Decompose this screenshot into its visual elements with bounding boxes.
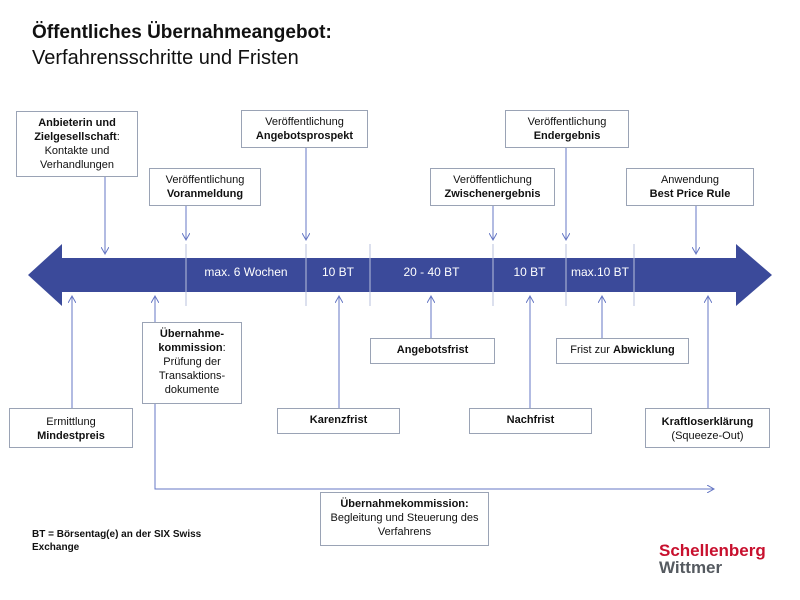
segment-label: 10 BT	[321, 265, 354, 279]
box-abwicklung: Frist zur Abwicklung	[556, 338, 689, 364]
box-mindestpreis-text: Ermittlung	[46, 416, 96, 428]
timeline-bar	[28, 244, 772, 306]
segment-label: 10 BT	[513, 265, 546, 279]
box-kraftloserklaerung-text: (Squeeze-Out)	[671, 430, 744, 442]
box-mindestpreis: Ermittlung Mindestpreis	[9, 408, 133, 448]
box-mindestpreis-bold: Mindestpreis	[37, 430, 105, 442]
box-nachfrist-bold: Nachfrist	[506, 414, 555, 426]
box-best-price-bold: Best Price Rule	[649, 188, 731, 200]
box-abwicklung-bold: Abwicklung	[613, 344, 675, 356]
box-uebernahmekommission-text: : Prüfung der Transaktions-dokumente	[158, 342, 226, 396]
box-nachfrist: Nachfrist	[469, 408, 592, 434]
company-logo: Schellenberg Wittmer	[659, 542, 766, 576]
box-uebernahmekommission: Übernahme-kommission: Prüfung der Transa…	[142, 322, 242, 404]
box-angebotsprospekt-bold: Angebotsprospekt	[255, 130, 354, 142]
logo-line2: Wittmer	[659, 558, 723, 577]
box-begleitung-bold: Übernahmekommission:	[340, 498, 469, 510]
footnote: BT = Börsentag(e) an der SIX Swiss Excha…	[32, 529, 202, 553]
box-angebotsfrist-bold: Angebotsfrist	[396, 344, 469, 356]
box-zwischenergebnis: Veröffentlichung Zwischenergebnis	[430, 168, 555, 206]
box-kraftloserklaerung: Kraftloserklärung (Squeeze-Out)	[645, 408, 770, 448]
box-anbieterin-text: : Kontakte und Verhandlungen	[39, 131, 120, 171]
box-anbieterin-bold: Anbieterin und Zielgesellschaft	[34, 117, 117, 143]
arrow-begleitung	[154, 404, 714, 489]
box-karenzfrist-bold: Karenzfrist	[309, 414, 368, 426]
box-voranmeldung-text: Veröffentlichung	[165, 174, 245, 186]
box-uebernahmekommission-bold: Übernahme-kommission	[158, 328, 225, 354]
box-begleitung-text: Begleitung und Steuerung des Verfahrens	[330, 512, 479, 538]
logo-line1: Schellenberg	[659, 541, 766, 560]
box-endergebnis-bold: Endergebnis	[533, 130, 601, 142]
box-voranmeldung-bold: Voranmeldung	[166, 188, 244, 200]
page-subtitle: Verfahrensschritte und Fristen	[32, 47, 299, 69]
box-best-price-text: Anwendung	[660, 174, 720, 186]
box-angebotsprospekt-text: Veröffentlichung	[265, 116, 344, 128]
box-best-price: Anwendung Best Price Rule	[626, 168, 754, 206]
segment-label: max. 6 Wochen	[204, 265, 288, 279]
box-endergebnis-text: Veröffentlichung	[527, 116, 607, 128]
box-karenzfrist: Karenzfrist	[277, 408, 400, 434]
box-voranmeldung: Veröffentlichung Voranmeldung	[149, 168, 261, 206]
box-abwicklung-text: Frist zur	[570, 344, 614, 356]
segment-dividers	[185, 244, 635, 306]
box-angebotsprospekt: Veröffentlichung Angebotsprospekt	[241, 110, 368, 148]
box-zwischenergebnis-text: Veröffentlichung	[453, 174, 532, 186]
segment-label: max.10 BT	[570, 265, 630, 279]
box-angebotsfrist: Angebotsfrist	[370, 338, 495, 364]
box-kraftloserklaerung-bold: Kraftloserklärung	[661, 416, 754, 428]
segment-label: 20 - 40 BT	[403, 265, 460, 279]
box-zwischenergebnis-bold: Zwischenergebnis	[444, 188, 541, 200]
box-begleitung: Übernahmekommission: Begleitung und Steu…	[320, 492, 489, 546]
box-endergebnis: Veröffentlichung Endergebnis	[505, 110, 629, 148]
page-title: Öffentliches Übernahmeangebot:	[32, 22, 332, 43]
box-anbieterin: Anbieterin und Zielgesellschaft: Kontakt…	[16, 111, 138, 177]
